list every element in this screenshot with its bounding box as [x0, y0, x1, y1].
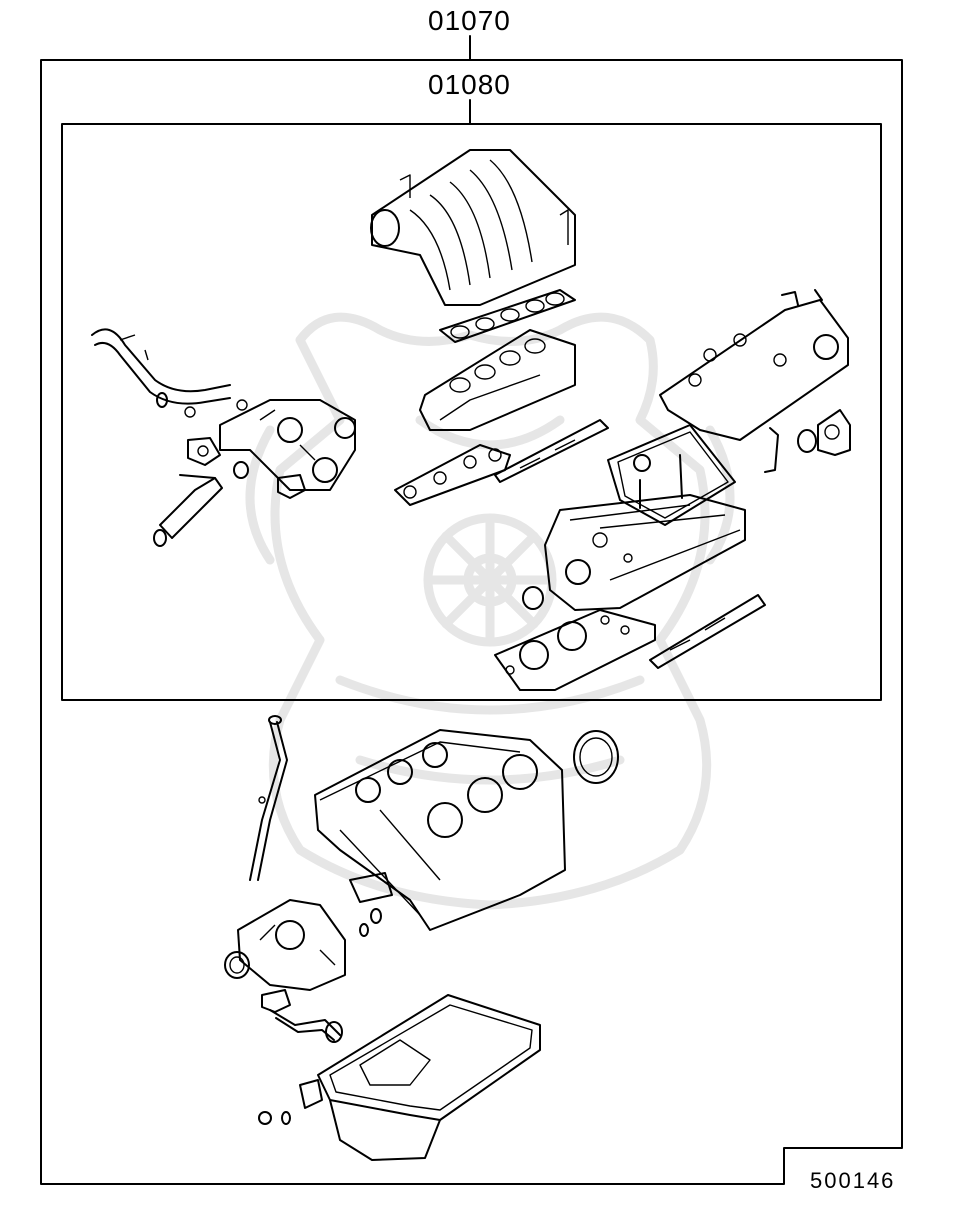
oil-dipstick-tube: [249, 715, 288, 881]
valve-cover: [659, 289, 851, 456]
cylinder-block: [314, 729, 619, 937]
outer-kit-part-number: 01070: [428, 5, 511, 36]
head-gaskets: [494, 594, 766, 691]
intake-upper-manifold: [370, 149, 576, 306]
watermark-logo: [245, 312, 735, 910]
inner-kit-part-number: 01080: [428, 69, 511, 100]
intake-manifold-gasket: [439, 289, 576, 343]
water-inlet-pipe: [153, 474, 223, 547]
intake-lower-gaskets: [394, 419, 609, 506]
rocker-cover-gasket: [607, 424, 779, 526]
water-outlet-pipe: [91, 328, 248, 418]
inner-kit-frame: [61, 123, 882, 701]
diagram-id: 500146: [810, 1168, 896, 1193]
oil-pan: [258, 994, 541, 1161]
intake-lower-manifold: [419, 329, 576, 431]
oil-strainer: [261, 989, 343, 1043]
outer-kit-frame: [40, 59, 903, 1185]
cylinder-head: [522, 494, 746, 611]
thermostat-housing: [187, 399, 356, 499]
oil-pump-housing: [224, 899, 346, 991]
